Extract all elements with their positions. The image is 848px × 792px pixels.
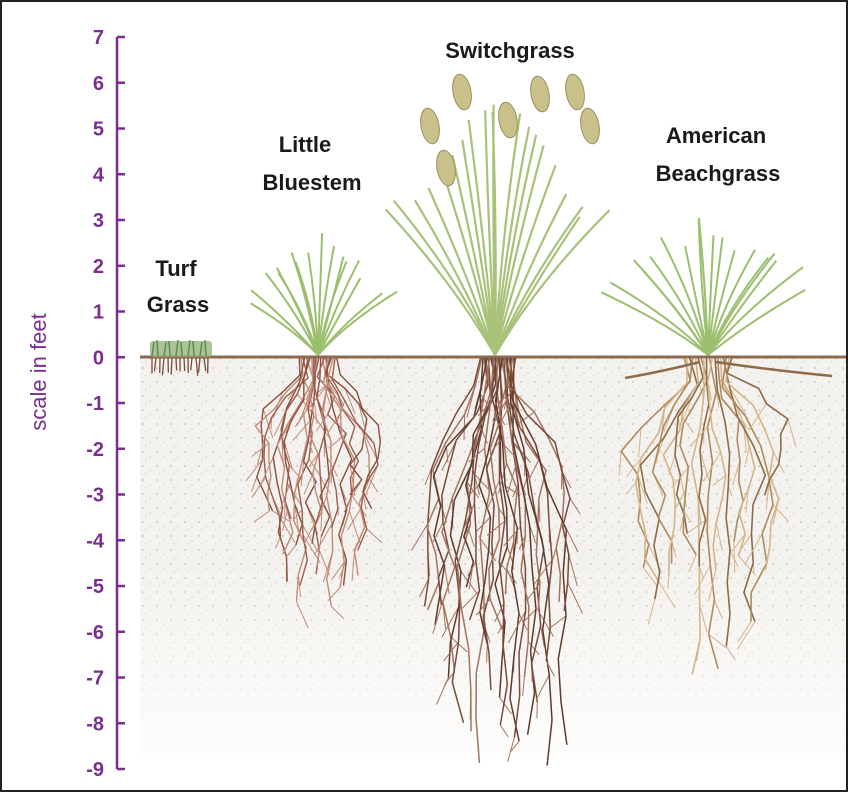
axis-tick-label: -7: [86, 668, 104, 690]
axis-tick-label: 6: [93, 73, 104, 95]
axis-tick-label: -1: [86, 393, 104, 415]
axis-tick-label: -2: [86, 439, 104, 461]
axis-tick-label: -3: [86, 485, 104, 507]
axis-tick-label: 4: [93, 164, 105, 186]
axis-tick-label: -5: [86, 576, 104, 598]
axis-tick-label: -8: [86, 713, 104, 735]
axis-tick-label: 2: [93, 256, 104, 278]
axis-tick-label: 7: [93, 27, 104, 49]
axis-tick-label: -4: [86, 530, 105, 552]
axis-tick-label: 3: [93, 210, 104, 232]
label-turf-line2: Grass: [147, 292, 209, 317]
axis-tick-label: 1: [93, 302, 104, 324]
label-bluestem-line2: Bluestem: [262, 170, 361, 195]
label-switchgrass: Switchgrass: [445, 38, 575, 63]
label-turf-line1: Turf: [155, 256, 197, 281]
axis-ticks: 7 6 5 4 3 2 1 0 -1 -2 -3 -4 -5 -6 -7 -8 -9: [86, 27, 125, 781]
axis-title: scale in feet: [26, 313, 51, 430]
axis-tick-label: 5: [93, 119, 104, 141]
axis-tick-label: 0: [93, 347, 104, 369]
axis-tick-label: -9: [86, 759, 104, 781]
label-beachgrass-line2: Beachgrass: [656, 161, 781, 186]
label-beachgrass-line1: American: [666, 123, 766, 148]
scale-axis: 7 6 5 4 3 2 1 0 -1 -2 -3 -4 -5 -6 -7 -8 -9 scale in feet: [26, 27, 125, 781]
axis-tick-label: -6: [86, 622, 104, 644]
label-bluestem-line1: Little: [279, 132, 332, 157]
